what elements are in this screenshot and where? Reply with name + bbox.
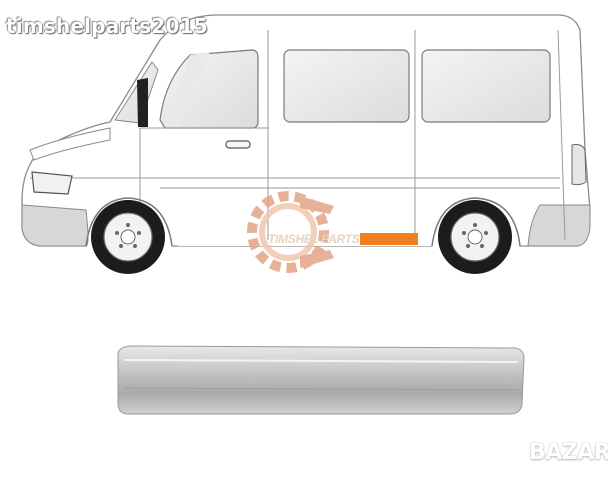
rear-wheel <box>438 200 512 274</box>
headlight <box>31 171 73 195</box>
rear-bumper <box>527 204 591 247</box>
marketplace-logo: BAZAR <box>529 440 608 465</box>
sill-panel-part <box>117 345 525 415</box>
watermark-text: timshelparts2015 <box>6 14 208 38</box>
mirror <box>137 78 148 127</box>
side-window-2 <box>421 49 551 123</box>
tail-light <box>571 144 587 186</box>
sill-highlight <box>360 233 418 245</box>
side-window-1 <box>283 49 410 123</box>
gear-logo-icon <box>247 191 334 273</box>
front-bumper <box>21 204 89 247</box>
brand-logo-text: TIMSHEL PARTS <box>268 232 360 246</box>
front-wheel <box>91 200 165 274</box>
door-handle <box>225 140 251 149</box>
